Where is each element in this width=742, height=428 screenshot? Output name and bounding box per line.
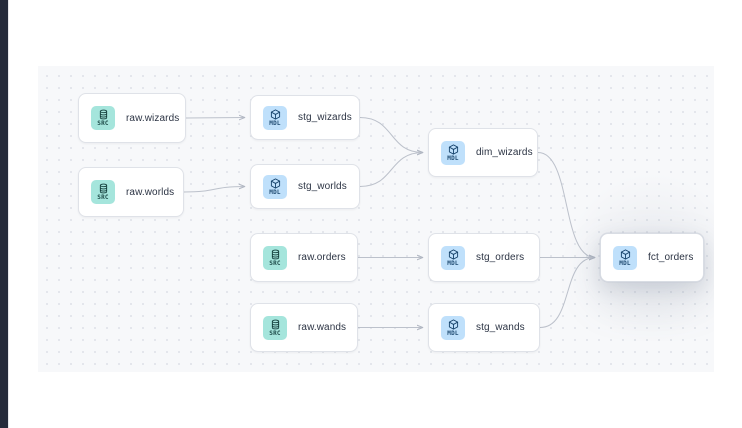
edge-dim_wizards-to-fct_orders — [537, 152, 595, 258]
node-type-tag: MDL — [447, 259, 459, 267]
graph-node-raw_wizards[interactable]: SRC raw.wizards — [78, 93, 186, 143]
graph-node-stg_wizards[interactable]: MDL stg_wizards — [250, 95, 360, 140]
node-label: stg_wizards — [298, 112, 352, 123]
graph-node-stg_orders[interactable]: MDL stg_orders — [428, 233, 540, 282]
edge-stg_wands-to-fct_orders — [539, 258, 595, 328]
node-type-tag: SRC — [269, 259, 281, 267]
database-icon: SRC — [263, 245, 287, 270]
node-type-tag: SRC — [97, 194, 109, 201]
graph-node-dim_wizards[interactable]: MDL dim_wizards — [428, 128, 538, 177]
node-label: raw.wands — [298, 322, 347, 333]
node-label: stg_orders — [476, 252, 525, 263]
node-type-tag: SRC — [269, 329, 281, 337]
edge-stg_wizards-to-dim_wizards — [359, 117, 423, 153]
node-label: fct_orders — [648, 252, 694, 263]
node-type-tag: SRC — [97, 120, 109, 127]
graph-node-raw_orders[interactable]: SRC raw.orders — [250, 233, 358, 282]
graph-node-stg_wands[interactable]: MDL stg_wands — [428, 303, 540, 352]
cube-icon: MDL — [263, 105, 287, 130]
database-icon: SRC — [91, 180, 115, 204]
cube-icon: MDL — [441, 315, 465, 340]
node-type-tag: MDL — [447, 154, 459, 162]
node-type-tag: MDL — [447, 329, 459, 337]
cube-icon: MDL — [613, 245, 637, 270]
node-type-tag: MDL — [269, 188, 281, 196]
left-nav-rail[interactable] — [0, 0, 8, 428]
graph-node-fct_orders[interactable]: MDL fct_orders — [600, 233, 704, 282]
edge-layer — [183, 66, 714, 372]
node-label: raw.orders — [298, 252, 346, 263]
graph-node-stg_worlds[interactable]: MDL stg_worlds — [250, 164, 360, 209]
node-label: raw.worlds — [126, 186, 175, 198]
cube-icon: MDL — [441, 245, 465, 270]
node-label: dim_wizards — [476, 147, 533, 158]
node-label: raw.wizards — [126, 112, 180, 124]
database-icon: SRC — [263, 315, 287, 340]
node-label: stg_wands — [476, 322, 525, 333]
graph-node-raw_wands[interactable]: SRC raw.wands — [250, 303, 358, 352]
database-icon: SRC — [91, 106, 115, 130]
node-type-tag: MDL — [269, 119, 281, 127]
node-type-tag: MDL — [619, 259, 631, 267]
cube-icon: MDL — [441, 140, 465, 165]
edge-raw_worlds-to-stg_worlds — [183, 187, 245, 193]
edge-stg_worlds-to-dim_wizards — [359, 153, 423, 187]
node-label: stg_worlds — [298, 181, 347, 192]
edge-raw_wizards-to-stg_wizards — [185, 118, 245, 119]
rail-divider — [8, 0, 9, 428]
cube-icon: MDL — [263, 174, 287, 199]
graph-node-raw_worlds[interactable]: SRC raw.worlds — [78, 167, 184, 217]
